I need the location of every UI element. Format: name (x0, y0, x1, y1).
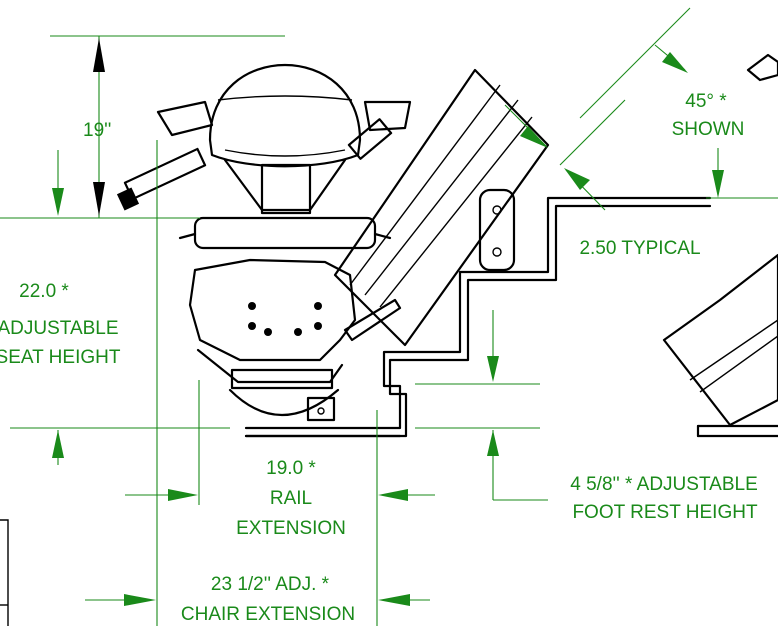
label-angle-line2: SHOWN (672, 119, 745, 140)
label-back-height: 19'' (83, 120, 111, 141)
stairs (244, 188, 712, 438)
label-rail-offset: 2.50 TYPICAL (579, 238, 700, 259)
carriage (196, 348, 344, 384)
rail-section (662, 253, 778, 427)
left-arm (123, 147, 207, 201)
label-chair-extension-value: 23 1/2'' ADJ. * (211, 574, 330, 595)
label-rail-extension-line2: RAIL (270, 488, 312, 509)
label-rail-extension-value: 19.0 * (266, 458, 316, 479)
backrest-dome (208, 64, 362, 168)
motor-housing (188, 258, 357, 362)
label-seat-height-value: 22.0 * (19, 281, 69, 302)
right-armrest (363, 100, 412, 132)
detail-fragment (746, 53, 778, 82)
label-angle-value: 45° * (685, 91, 727, 112)
label-foot-rest-value: 4 5/8'' * ADJUSTABLE (570, 474, 758, 495)
dimension-labels: 19'' 22.0 * ADJUSTABLE SEAT HEIGHT 19.0 … (0, 91, 758, 625)
label-rail-extension-line3: EXTENSION (236, 518, 346, 539)
dimension-lines (0, 7, 778, 626)
label-chair-extension-line2: CHAIR EXTENSION (181, 604, 355, 625)
left-armrest (156, 100, 214, 137)
stair-profile (244, 196, 712, 430)
rail-body (333, 68, 550, 347)
backrest-support (223, 158, 347, 212)
stairlift-chair (116, 64, 412, 438)
left-fragment (0, 519, 9, 626)
label-seat-height-line2: ADJUSTABLE (0, 318, 119, 339)
right-arm (347, 118, 393, 160)
seat (193, 216, 377, 250)
footrest (230, 368, 334, 390)
label-foot-rest-line2: FOOT REST HEIGHT (572, 502, 757, 523)
rail-bracket (478, 188, 516, 272)
rail (333, 68, 550, 347)
right-section (662, 53, 778, 438)
label-seat-height-line3: SEAT HEIGHT (0, 347, 121, 368)
